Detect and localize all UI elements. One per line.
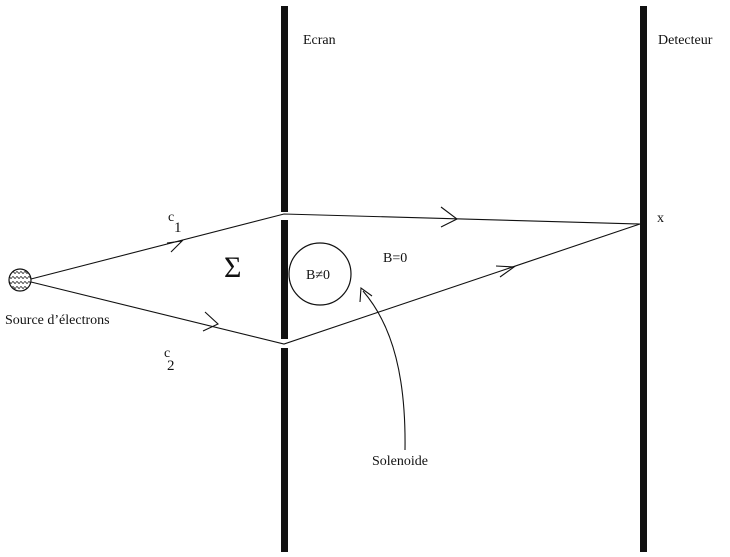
arrow-c2-left (202, 311, 219, 332)
arrow-c1-left (166, 240, 184, 253)
path2-letter: c (164, 346, 170, 361)
field-outside-label: B=0 (383, 251, 407, 266)
path1-index: 1 (174, 220, 182, 236)
solenoid-pointer-arrow (362, 290, 406, 451)
solenoid-pointer-arrowhead (359, 286, 373, 303)
screen-middle-segment (281, 220, 288, 339)
path2-index: 2 (167, 358, 175, 374)
solenoid-circle (288, 242, 352, 306)
screen-lower-segment (281, 348, 288, 552)
solenoid-label: Solenoide (372, 454, 428, 469)
point-x-label: x (657, 211, 664, 226)
electron-source-icon (8, 268, 32, 292)
screen-label: Ecran (303, 33, 336, 48)
source-label: Source d’électrons (5, 313, 110, 328)
detector-plate (640, 6, 647, 552)
field-inside-label: B≠0 (306, 268, 330, 283)
path-c2 (30, 223, 641, 345)
screen-upper-segment (281, 6, 288, 212)
detector-label: Detecteur (658, 33, 713, 48)
arrow-c2-right (495, 265, 516, 278)
arrow-c1-right (440, 206, 459, 228)
path-c1 (30, 213, 641, 280)
sigma-symbol: Σ (224, 251, 241, 284)
path1-letter: c (168, 210, 174, 225)
